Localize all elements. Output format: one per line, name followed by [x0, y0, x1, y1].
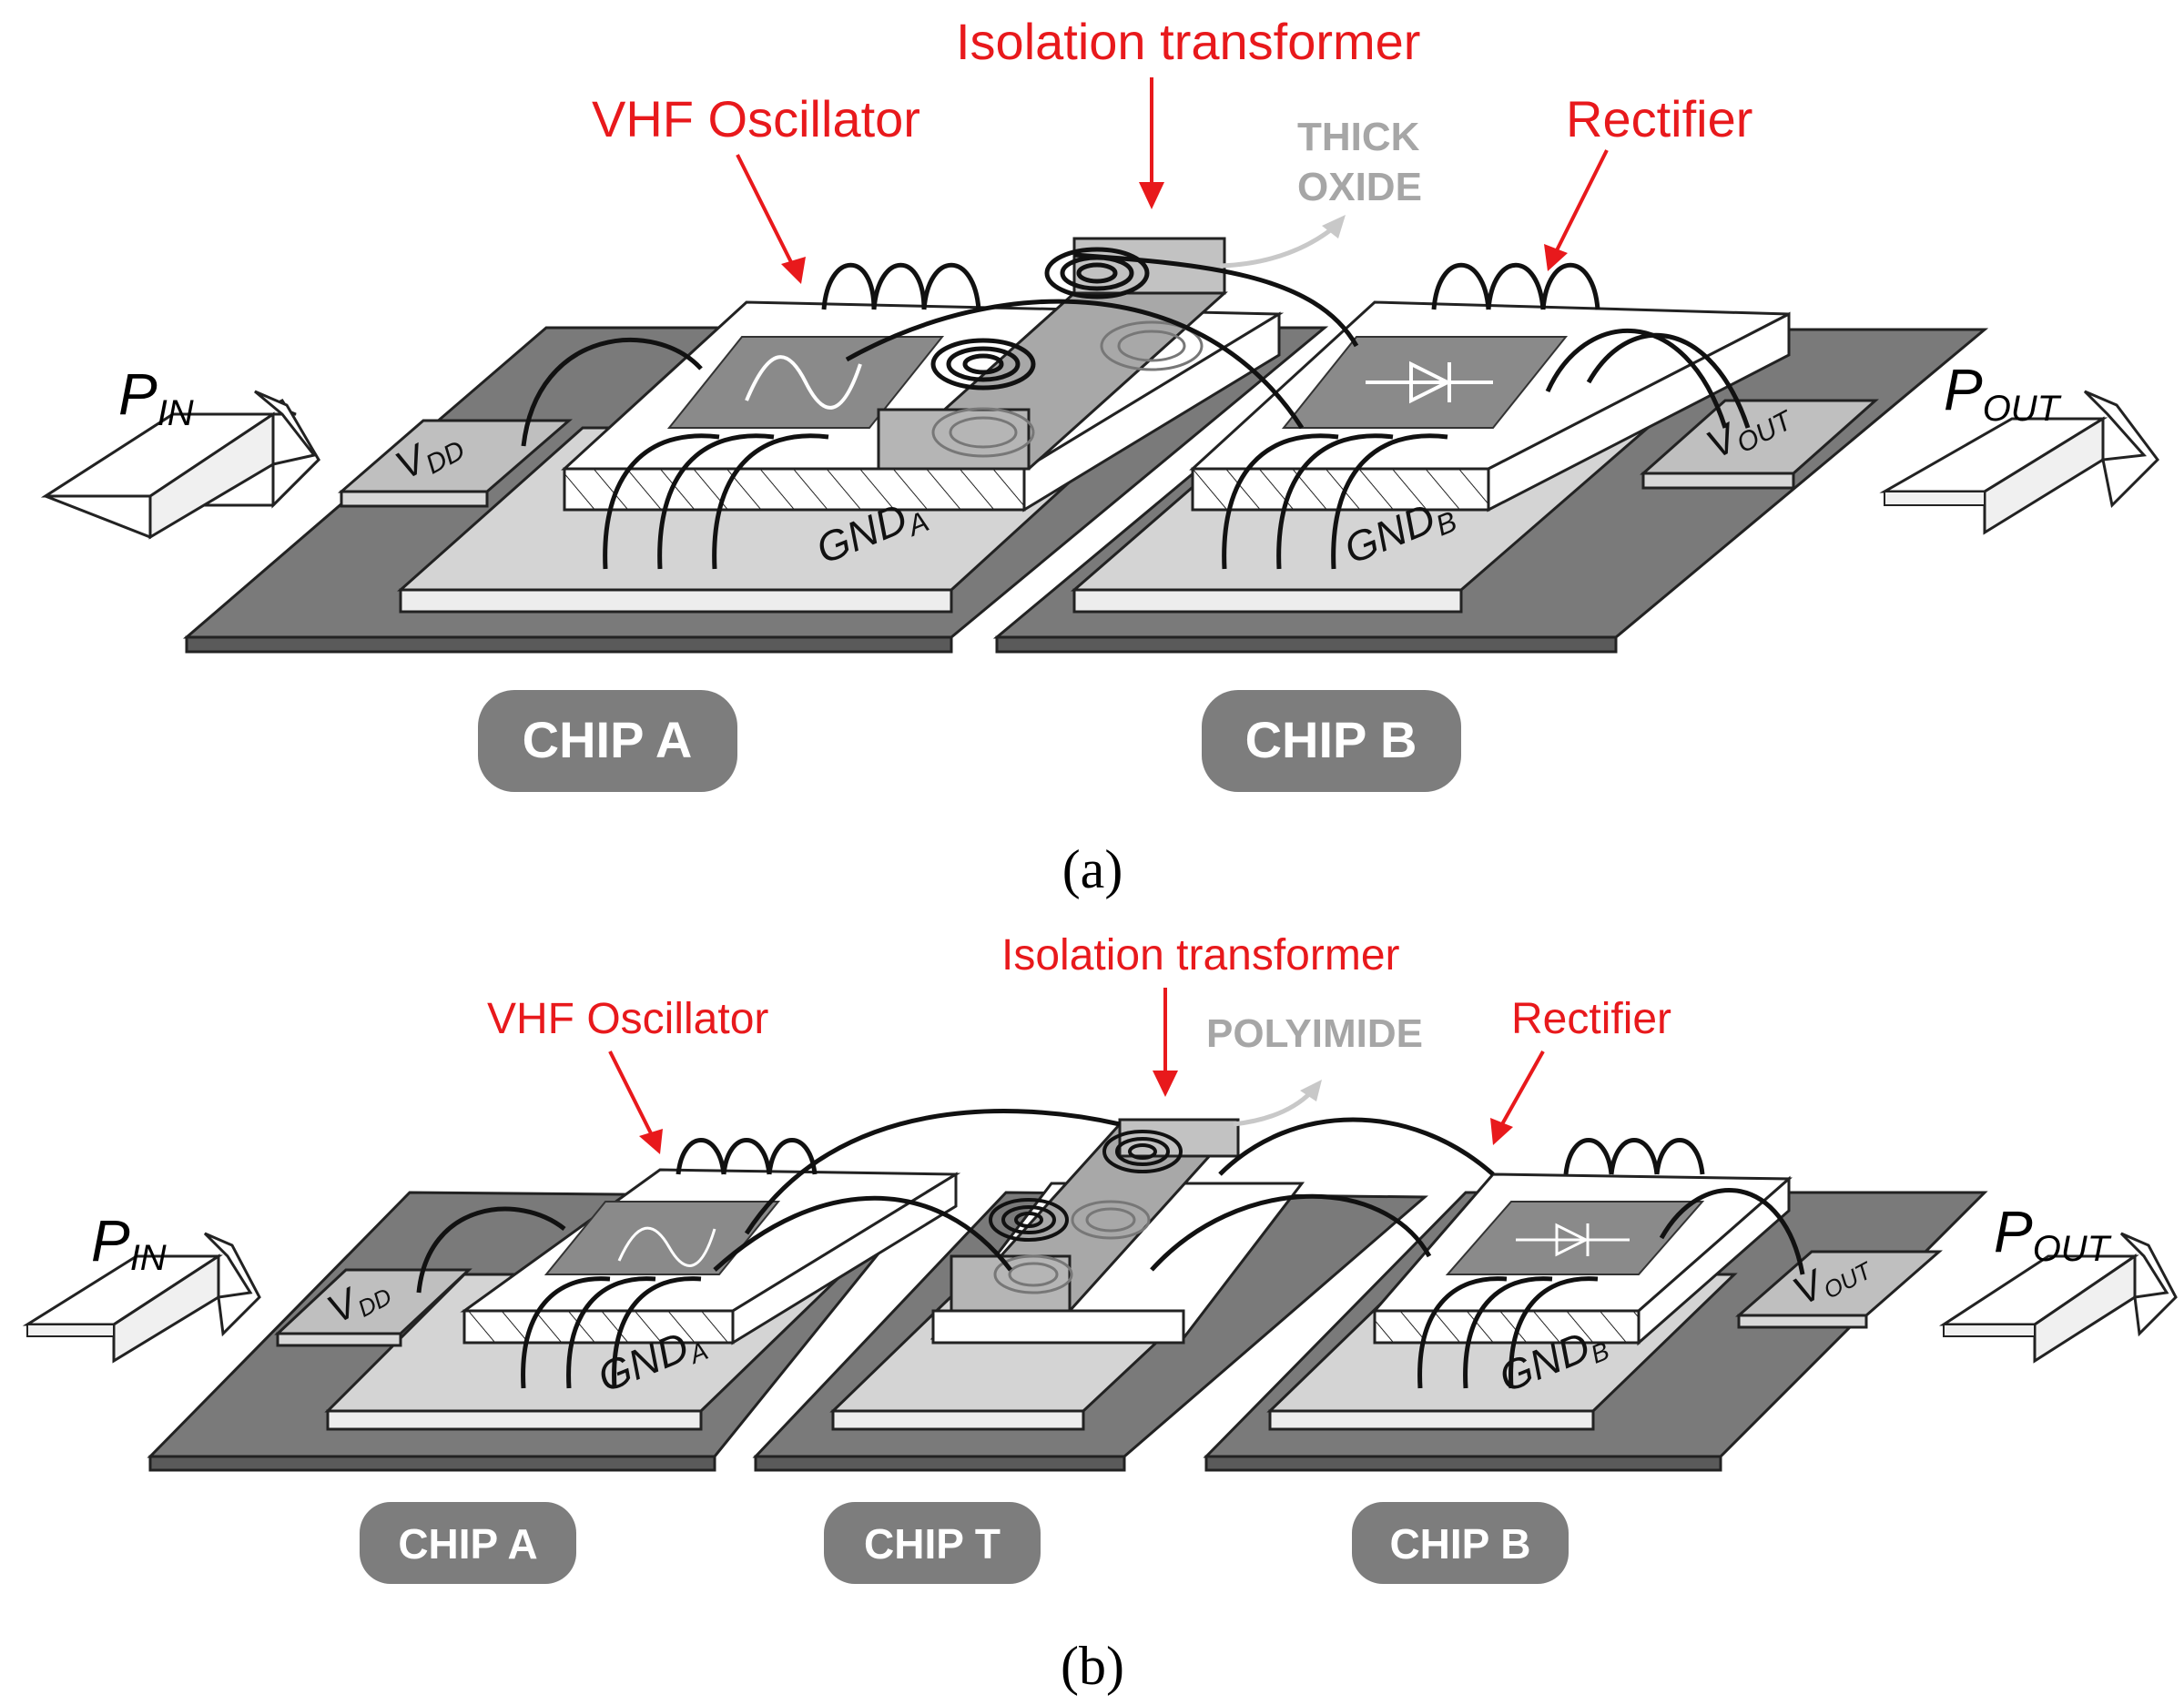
chip-b-badge-b: CHIP B: [1352, 1502, 1569, 1584]
diode-icon-b: [1516, 1223, 1630, 1257]
power-out-arrow-a: [1879, 390, 2159, 535]
rectifier-label-b: Rectifier: [1511, 995, 1671, 1043]
sine-wave-icon: [745, 355, 862, 410]
vdd-pad-a: VDD: [337, 419, 574, 508]
caption-a: (a): [1062, 839, 1123, 899]
chip-t-badge-b: CHIP T: [824, 1502, 1041, 1584]
coil-shadow-icon: [931, 320, 1204, 458]
chip-b-label-a: CHIP B: [1245, 711, 1417, 768]
svg-text:POUT: POUT: [1994, 1199, 2112, 1269]
isolation-transformer-label-a: Isolation transformer: [956, 13, 1420, 70]
svg-text:POUT: POUT: [1944, 357, 2062, 429]
chip-b-badge-a: CHIP B: [1202, 690, 1461, 792]
chip-a-badge-b: CHIP A: [360, 1502, 576, 1584]
sine-wave-icon-b: [617, 1226, 716, 1267]
p-in-label-b: P: [91, 1208, 130, 1274]
chip-t-label-b: CHIP T: [864, 1520, 1001, 1568]
chip-a-label-a: CHIP A: [523, 711, 693, 768]
bond-wires-b: [416, 1109, 1805, 1389]
coil-shadow-icon-b: [993, 1200, 1151, 1294]
p-out-label: P: [1944, 357, 1983, 422]
isolation-transformer-label-b: Isolation transformer: [1001, 931, 1400, 979]
transformer-block-a: [875, 237, 1228, 471]
svg-text:PIN: PIN: [118, 361, 194, 433]
thick-oxide-label-line1: THICK: [1297, 115, 1420, 159]
panel-a: VDD VOUT GNDA GN: [40, 13, 2159, 899]
vout-pad-b: VOUT: [1735, 1250, 1943, 1329]
vhf-oscillator-label-a: VHF Oscillator: [592, 90, 920, 147]
vhf-oscillator-label-b: VHF Oscillator: [487, 995, 768, 1043]
power-out-arrow-b: [1938, 1232, 2178, 1364]
svg-text:PIN: PIN: [91, 1208, 167, 1278]
thick-oxide-label-line2: OXIDE: [1297, 165, 1422, 209]
polyimide-label: POLYIMIDE: [1206, 1011, 1423, 1056]
chip-b-label-b: CHIP B: [1389, 1520, 1530, 1568]
p-in-label: P: [118, 361, 157, 427]
power-in-arrow-a: [40, 390, 320, 540]
bond-wires-a: [521, 252, 1751, 570]
diode-icon: [1366, 360, 1493, 404]
chip-a-label-b: CHIP A: [398, 1520, 537, 1568]
chip-a-badge-a: CHIP A: [478, 690, 737, 792]
power-in-arrow-b: [22, 1232, 261, 1364]
caption-b: (b): [1061, 1636, 1124, 1696]
coil-icon-b: [989, 1130, 1183, 1242]
panel-b: VDD VOUT GNDA: [22, 931, 2178, 1696]
p-out-label-b: P: [1994, 1199, 2033, 1264]
rectifier-label-a: Rectifier: [1566, 90, 1752, 147]
